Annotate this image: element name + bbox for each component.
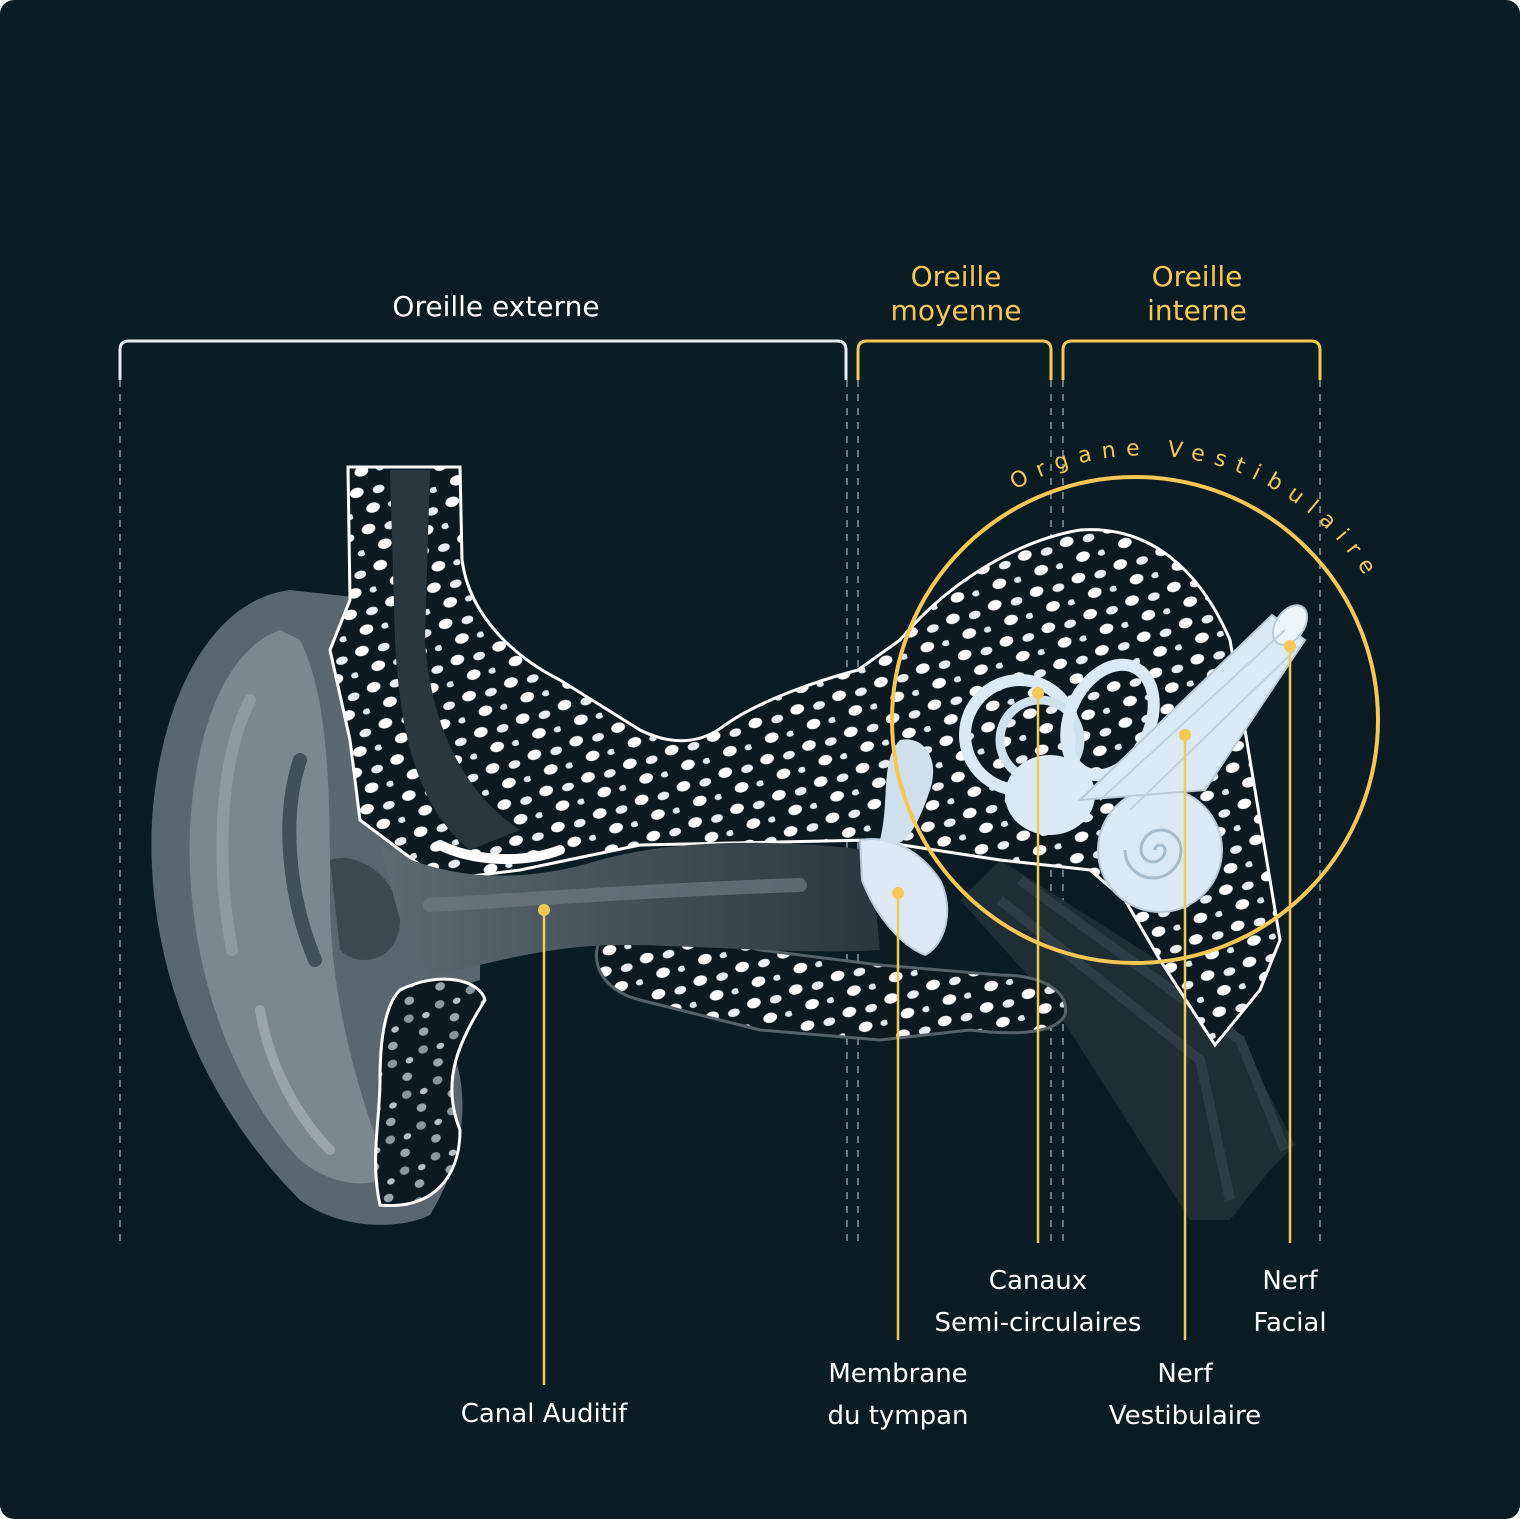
section-title-middle-line1: Oreille [910, 260, 1002, 293]
auditory-canal [380, 842, 880, 975]
eardrum [858, 739, 949, 957]
section-title-middle-ear: Oreille moyenne [891, 260, 1022, 328]
section-title-inner-line1: Oreille [1151, 260, 1243, 293]
label-membrane-tympan: Membrane du tympan [827, 1353, 968, 1437]
label-canal-auditif: Canal Auditif [461, 1393, 628, 1435]
inner-ear [959, 604, 1309, 913]
label-canal-text: Canal Auditif [460, 1399, 628, 1429]
label-nerf-facial-line2: Facial [1253, 1308, 1327, 1338]
label-nerf-vestibulaire-line1: Nerf [1157, 1359, 1213, 1389]
upper-bone [328, 465, 1282, 1048]
label-canaux-line2: Semi-circulaires [934, 1308, 1142, 1338]
label-nerf-vestibulaire: Nerf Vestibulaire [1109, 1353, 1261, 1437]
label-canaux-semi-circulaires: Canaux Semi-circulaires [935, 1260, 1142, 1344]
label-nerf-facial: Nerf Facial [1253, 1260, 1326, 1344]
bracket-middle-ear [856, 339, 1053, 380]
label-nerf-vestibulaire-line2: Vestibulaire [1108, 1401, 1262, 1431]
section-title-middle-line2: moyenne [890, 294, 1022, 327]
label-membrane-line1: Membrane [828, 1359, 968, 1389]
bracket-outer-ear [118, 339, 848, 380]
bracket-inner-ear [1061, 339, 1322, 380]
section-title-inner-ear: Oreille interne [1147, 260, 1247, 328]
callouts [538, 640, 1296, 1385]
section-title-outer-text: Oreille externe [392, 290, 600, 323]
vestibular-circle [890, 475, 1380, 965]
guide-lines [119, 380, 1321, 1245]
label-membrane-line2: du tympan [827, 1401, 969, 1431]
section-title-outer-ear: Oreille externe [392, 290, 599, 324]
lobe-bone [374, 977, 487, 1208]
section-title-inner-line2: interne [1147, 294, 1247, 327]
label-nerf-facial-line1: Nerf [1262, 1266, 1318, 1296]
label-canaux-line1: Canaux [988, 1266, 1088, 1296]
